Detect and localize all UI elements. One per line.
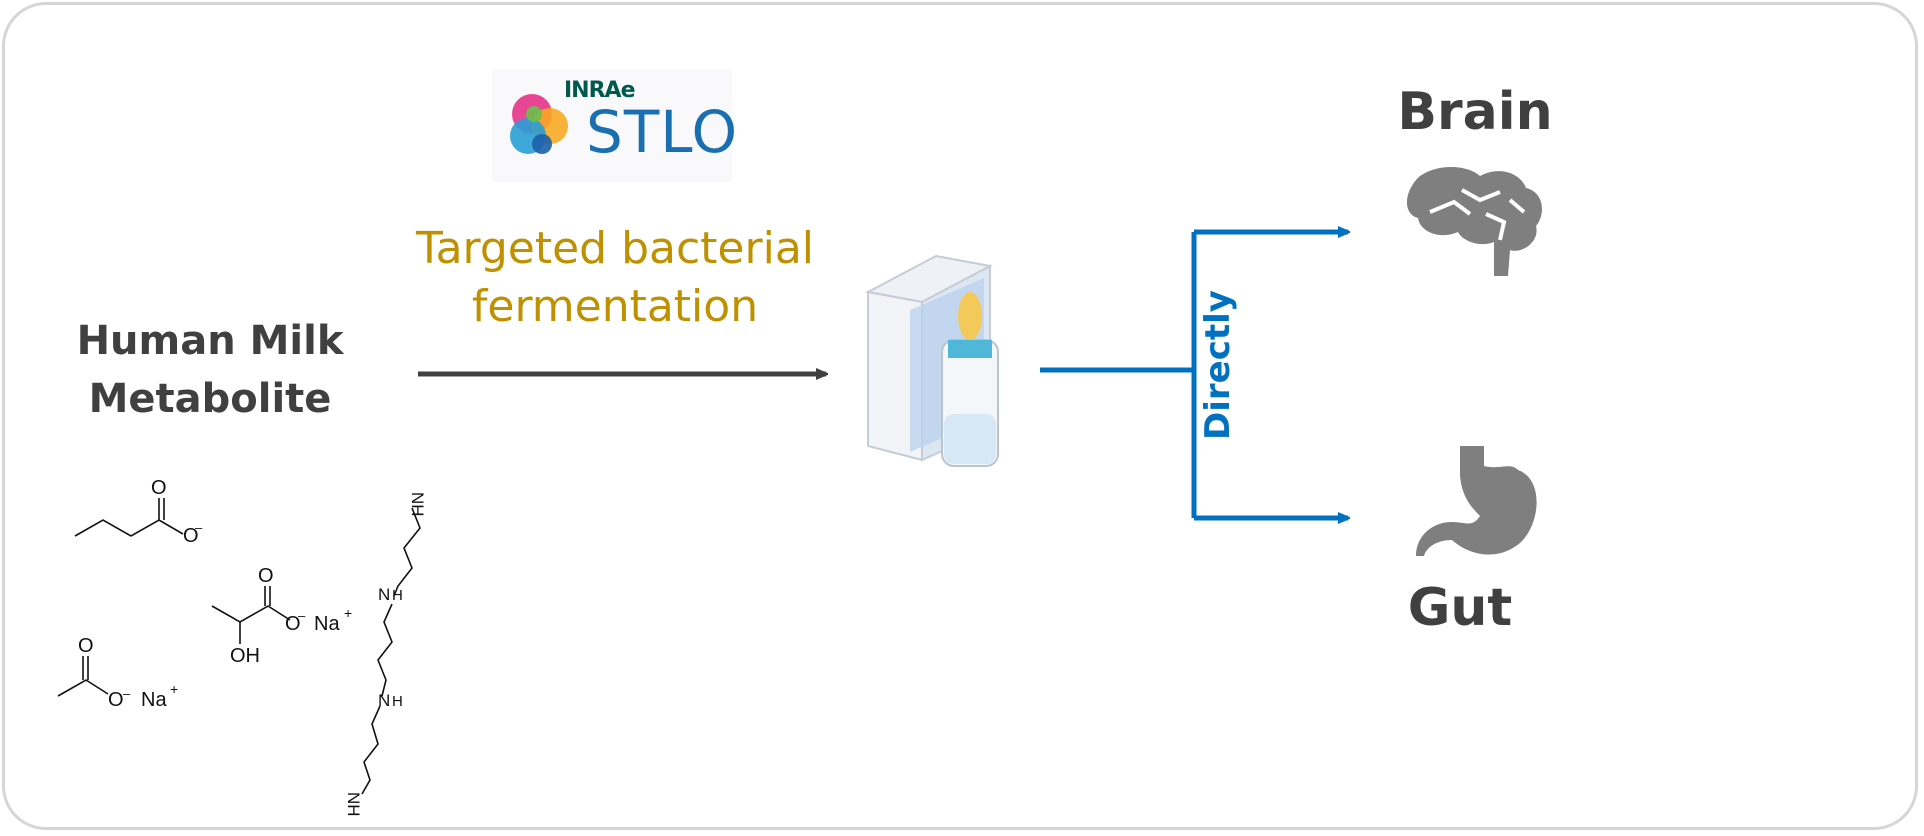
brain-label: Brain [1397, 82, 1553, 142]
directly-connector [1040, 232, 1348, 518]
butyrate-structure [74, 498, 184, 537]
acetate-plus: + [170, 681, 178, 697]
butyrate-o: O [151, 477, 167, 499]
logo-name: STLO [586, 98, 739, 166]
stlo-logo [492, 70, 732, 182]
title-line1: Human Milk [76, 318, 344, 364]
lactate-na: Na [314, 613, 340, 635]
butyrate-charge: – [195, 520, 203, 535]
spermine-h-1: H [392, 587, 403, 604]
spermine-nh2-top: NH [408, 492, 427, 517]
brain-icon [1406, 166, 1542, 276]
gut-label: Gut [1407, 578, 1513, 638]
lactate-structure [211, 586, 291, 644]
lactate-oh: OH [230, 645, 260, 667]
acetate-charge: – [123, 686, 131, 701]
human-milk-metabolite-title: Human Milk Metabolite [40, 312, 380, 428]
lactate-charge: – [298, 608, 306, 623]
process-line1: Targeted bacterial [415, 223, 815, 274]
lactate-o: O [258, 565, 274, 587]
process-label: Targeted bacterial fermentation [400, 220, 830, 336]
lactate-plus: + [344, 605, 352, 621]
acetate-na: Na [141, 689, 167, 711]
process-line2: fermentation [471, 281, 759, 332]
gut-icon [1416, 446, 1537, 556]
route-label-directly: Directly [1198, 290, 1238, 440]
milk-product-icon [864, 254, 999, 467]
spermine-n-1: N [378, 585, 390, 604]
stlo-logo-mark [510, 94, 568, 154]
spermine-n-2: N [378, 691, 390, 710]
title-line2: Metabolite [88, 376, 332, 422]
butyrate-o-minus: O [183, 525, 199, 547]
acetate-o: O [78, 635, 94, 657]
lactate-o-minus: O [285, 613, 301, 635]
acetate-structure [57, 656, 109, 697]
spermine-nh2-bottom: NH [344, 792, 363, 817]
acetate-o-minus: O [108, 689, 124, 711]
spermine-structure [361, 507, 421, 795]
spermine-h-2: H [392, 693, 403, 710]
logo-org: INRAe [564, 78, 635, 103]
